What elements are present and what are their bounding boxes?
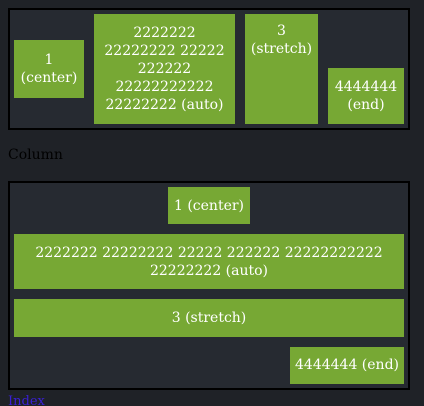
row-item-auto: 2222222 22222222 22222 222222 2222222222…: [94, 14, 235, 124]
row-flex-container: 1 (center) 2222222 22222222 22222 222222…: [8, 8, 410, 130]
row-item-auto-label: 2222222 22222222 22222 222222 2222222222…: [104, 25, 225, 113]
column-flex-container: 1 (center) 2222222 22222222 22222 222222…: [8, 181, 410, 390]
row-item-center: 1 (center): [14, 40, 84, 98]
row-item-stretch-label: 3 (stretch): [250, 23, 313, 57]
index-link[interactable]: Index: [8, 394, 45, 406]
column-heading: Column: [8, 147, 63, 163]
row-item-end: 4444444 (end): [328, 68, 404, 124]
column-item-stretch: 3 (stretch): [14, 299, 404, 337]
column-item-end: 4444444 (end): [290, 346, 404, 384]
column-item-center-label: 1 (center): [173, 197, 245, 214]
column-item-auto: 2222222 22222222 22222 222222 2222222222…: [14, 234, 404, 290]
row-item-center-label: 1 (center): [20, 52, 78, 86]
row-item-end-label: 4444444 (end): [334, 79, 398, 113]
column-item-end-label: 4444444 (end): [295, 357, 399, 374]
column-item-auto-label: 2222222 22222222 22222 222222 2222222222…: [35, 244, 383, 279]
row-item-stretch: 3 (stretch): [245, 14, 318, 124]
column-item-stretch-label: 3 (stretch): [171, 310, 247, 326]
column-item-center: 1 (center): [168, 187, 250, 225]
